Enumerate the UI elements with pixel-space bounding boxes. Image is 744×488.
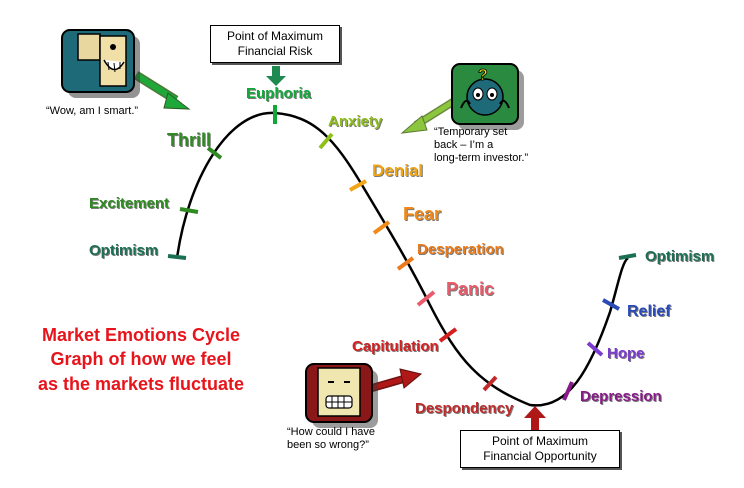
title-line-1: Market Emotions Cycle <box>41 325 241 345</box>
stage-label-desperation: Desperation <box>417 241 504 258</box>
stage-label-relief: Relief <box>627 303 671 320</box>
callout-maximum-opportunity: Point of Maximum Financial Opportunity <box>460 430 620 468</box>
arrow-opportunity <box>524 406 546 430</box>
tick-optimism-left <box>167 254 187 260</box>
tick-capitulation <box>438 327 458 343</box>
stage-label-despondency: Despondency <box>415 400 514 417</box>
tick-panic <box>416 290 436 307</box>
tick-excitement <box>179 207 199 214</box>
tick-fear <box>372 220 391 235</box>
quote-setback-line2: back – I’m a <box>434 139 494 152</box>
diagram-title: Market Emotions Cycle Graph of how we fe… <box>8 323 274 396</box>
stage-label-denial: Denial <box>372 161 424 180</box>
arrow-smart <box>133 71 191 110</box>
title-line-2: Graph of how we feel <box>50 349 232 370</box>
tick-hope <box>586 341 604 357</box>
tick-anxiety <box>318 132 334 150</box>
stage-label-capitulation: Capitulation <box>352 338 439 355</box>
grinning-face-icon <box>61 29 140 98</box>
stage-label-excitement: Excitement <box>89 195 170 212</box>
tick-relief <box>602 298 620 311</box>
stage-label-fear: Fear <box>403 204 442 224</box>
tick-depression <box>562 381 574 401</box>
callout-risk-line1: Point of Maximum <box>226 29 324 43</box>
tick-thrill <box>206 146 223 160</box>
quote-wrong: “How could I have been so wrong?” <box>287 426 375 452</box>
arrow-setback <box>400 96 459 134</box>
stage-label-optimism-left: Optimism <box>89 242 159 259</box>
tick-despondency <box>482 375 498 392</box>
callout-risk-line2: Financial Risk <box>237 44 313 58</box>
arrow-risk <box>266 66 286 86</box>
arrow-wrong <box>370 368 423 392</box>
stage-label-thrill: Thrill <box>167 130 211 150</box>
tick-desperation <box>396 256 415 271</box>
quote-setback-line1: “Temporary set <box>434 126 508 138</box>
svg-text:?: ? <box>478 67 488 84</box>
stage-label-panic: Panic <box>446 279 495 299</box>
stage-label-anxiety: Anxiety <box>328 113 383 130</box>
worried-face-icon: ? <box>451 63 524 130</box>
callout-opportunity-line2: Financial Opportunity <box>483 449 597 463</box>
stage-label-depression: Depression <box>580 388 662 405</box>
quote-smart: “Wow, am I smart.” <box>46 105 139 117</box>
stage-label-optimism-right: Optimism <box>645 248 715 265</box>
callout-opportunity-line1: Point of Maximum <box>491 434 589 448</box>
quote-wrong-line2: been so wrong?” <box>287 439 369 452</box>
quote-wrong-line1: “How could I have <box>287 426 376 438</box>
quote-setback: “Temporary set back – I’m a long-term in… <box>434 126 528 166</box>
callout-maximum-risk: Point of Maximum Financial Risk <box>210 25 340 63</box>
tick-denial <box>349 179 367 192</box>
shocked-face-icon <box>305 363 378 428</box>
title-line-3: as the markets fluctuate <box>37 373 245 394</box>
stage-label-euphoria: Euphoria <box>246 85 312 102</box>
quote-setback-line3: long-term investor.” <box>434 152 529 165</box>
stage-label-hope: Hope <box>607 345 645 362</box>
tick-optimism-right <box>618 253 637 260</box>
